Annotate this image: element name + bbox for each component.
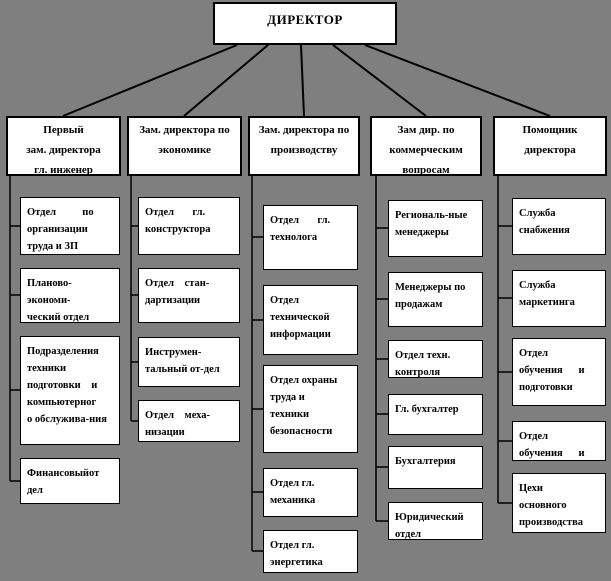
branch4-unit6: Юридический отдел [388, 502, 483, 540]
director-box: ДИРЕКТОР [213, 2, 397, 45]
branch5-unit1: Служба снабжения [512, 198, 606, 255]
branch1-unit2: Планово- экономи- ческий отдел [20, 268, 120, 323]
branch3-unit2: Отдел технической информации [263, 285, 358, 355]
branch3-header: Зам. директора по производству [248, 116, 360, 176]
branch1-header: Первый зам. директора гл. инженер [6, 116, 121, 176]
branch3-unit5: Отдел гл. энергетика [263, 530, 358, 573]
branch5-unit3: Отдел обучения и подготовки [512, 338, 606, 406]
branch3-unit1: Отдел гл. технолога [263, 205, 358, 270]
branch1-unit3: Подразделения техники подготовки и компь… [20, 336, 120, 445]
branch5-unit4: Отдел обучения и [512, 421, 606, 461]
branch5-unit5: Цехи основного производства [512, 473, 606, 533]
branch5-unit2: Служба маркетинга [512, 270, 606, 327]
branch4-unit2: Менеджеры по продажам [388, 272, 483, 327]
branch4-header: Зам дир. по коммерческим вопросам [370, 116, 482, 176]
branch3-unit3: Отдел охраны труда и техники безопасност… [263, 365, 358, 453]
branch4-unit4: Гл. бухгалтер [388, 394, 483, 435]
director-fan-lines [62, 44, 551, 117]
branch1-unit4: Финансовыйот дел [20, 458, 120, 504]
branch1-unit1: Отдел по организации труда и ЗП [20, 197, 120, 255]
branch2-unit3: Инструмен- тальный от-дел [138, 337, 240, 387]
branch4-unit3: Отдел техн. контроля [388, 340, 483, 378]
branch4-unit5: Бухгалтерия [388, 446, 483, 489]
branch2-header: Зам. директора по экономике [127, 116, 242, 176]
branch3-unit4: Отдел гл. механика [263, 468, 358, 517]
branch2-unit4: Отдел меха- низации [138, 400, 240, 442]
branch5-header: Помощник директора [493, 116, 607, 176]
branch4-unit1: Региональ-ные менеджеры [388, 200, 483, 257]
branch2-unit2: Отдел стан- дартизации [138, 268, 240, 323]
branch2-unit1: Отдел гл. конструктора [138, 197, 240, 255]
branch-trunk-lines [9, 176, 512, 552]
